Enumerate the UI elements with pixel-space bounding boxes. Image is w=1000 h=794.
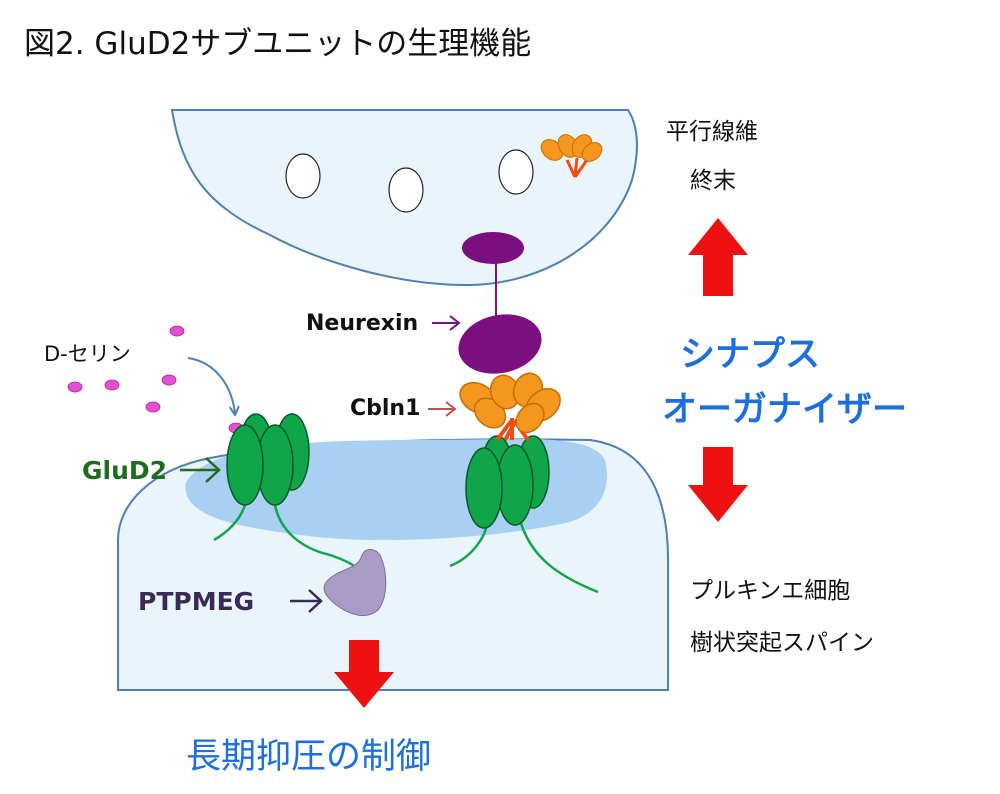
organizer-label-line1: シナプス [680,335,821,375]
postsynaptic-label-line2: 樹状突起スパイン [690,630,874,656]
neurexin-label: Neurexin [306,311,419,336]
synaptic-vesicle [388,167,424,213]
presynaptic-label-line2: 終末 [690,168,736,194]
glud2-pointer-arrow [180,457,221,483]
cbln1-pointer-arrow [428,401,457,417]
glud2-receptor-left [226,413,310,506]
neurexin-body [458,314,542,374]
ptpmeg-protein [323,548,387,616]
ptpmeg-pointer-arrow [290,589,323,613]
organizer-label-line2: オーガナイザー [662,390,908,430]
glud2-cterm-left [213,504,247,542]
d-serine-arrow [187,357,235,414]
page-title: 図2. GluD2サブユニットの生理機能 [24,26,532,62]
d-serine-label: D-セリン [44,342,131,366]
cbln1-complex [459,372,561,434]
glud2-receptor-right [465,435,550,529]
glud2-label: GluD2 [82,456,168,485]
neurexin-pointer-arrow [432,315,461,331]
synaptic-vesicle [285,153,321,199]
cbln1-vesicle-icon [540,134,603,178]
down-arrow-icon [334,640,394,708]
neurexin-head [462,232,524,264]
postsynaptic-label-line1: プルキンエ細胞 [690,578,851,604]
bottom-caption: 長期抑圧の制御 [186,737,432,777]
glud2-cterm-right [518,519,599,594]
synaptic-vesicle [498,149,534,195]
down-arrow-icon [688,447,748,522]
up-arrow-icon [688,218,748,296]
presynaptic-label-line1: 平行線維 [666,119,758,145]
cbln1-links [495,418,530,442]
ptpmeg-label: PTPMEG [138,587,255,616]
cbln1-label: Cbln1 [350,396,421,421]
